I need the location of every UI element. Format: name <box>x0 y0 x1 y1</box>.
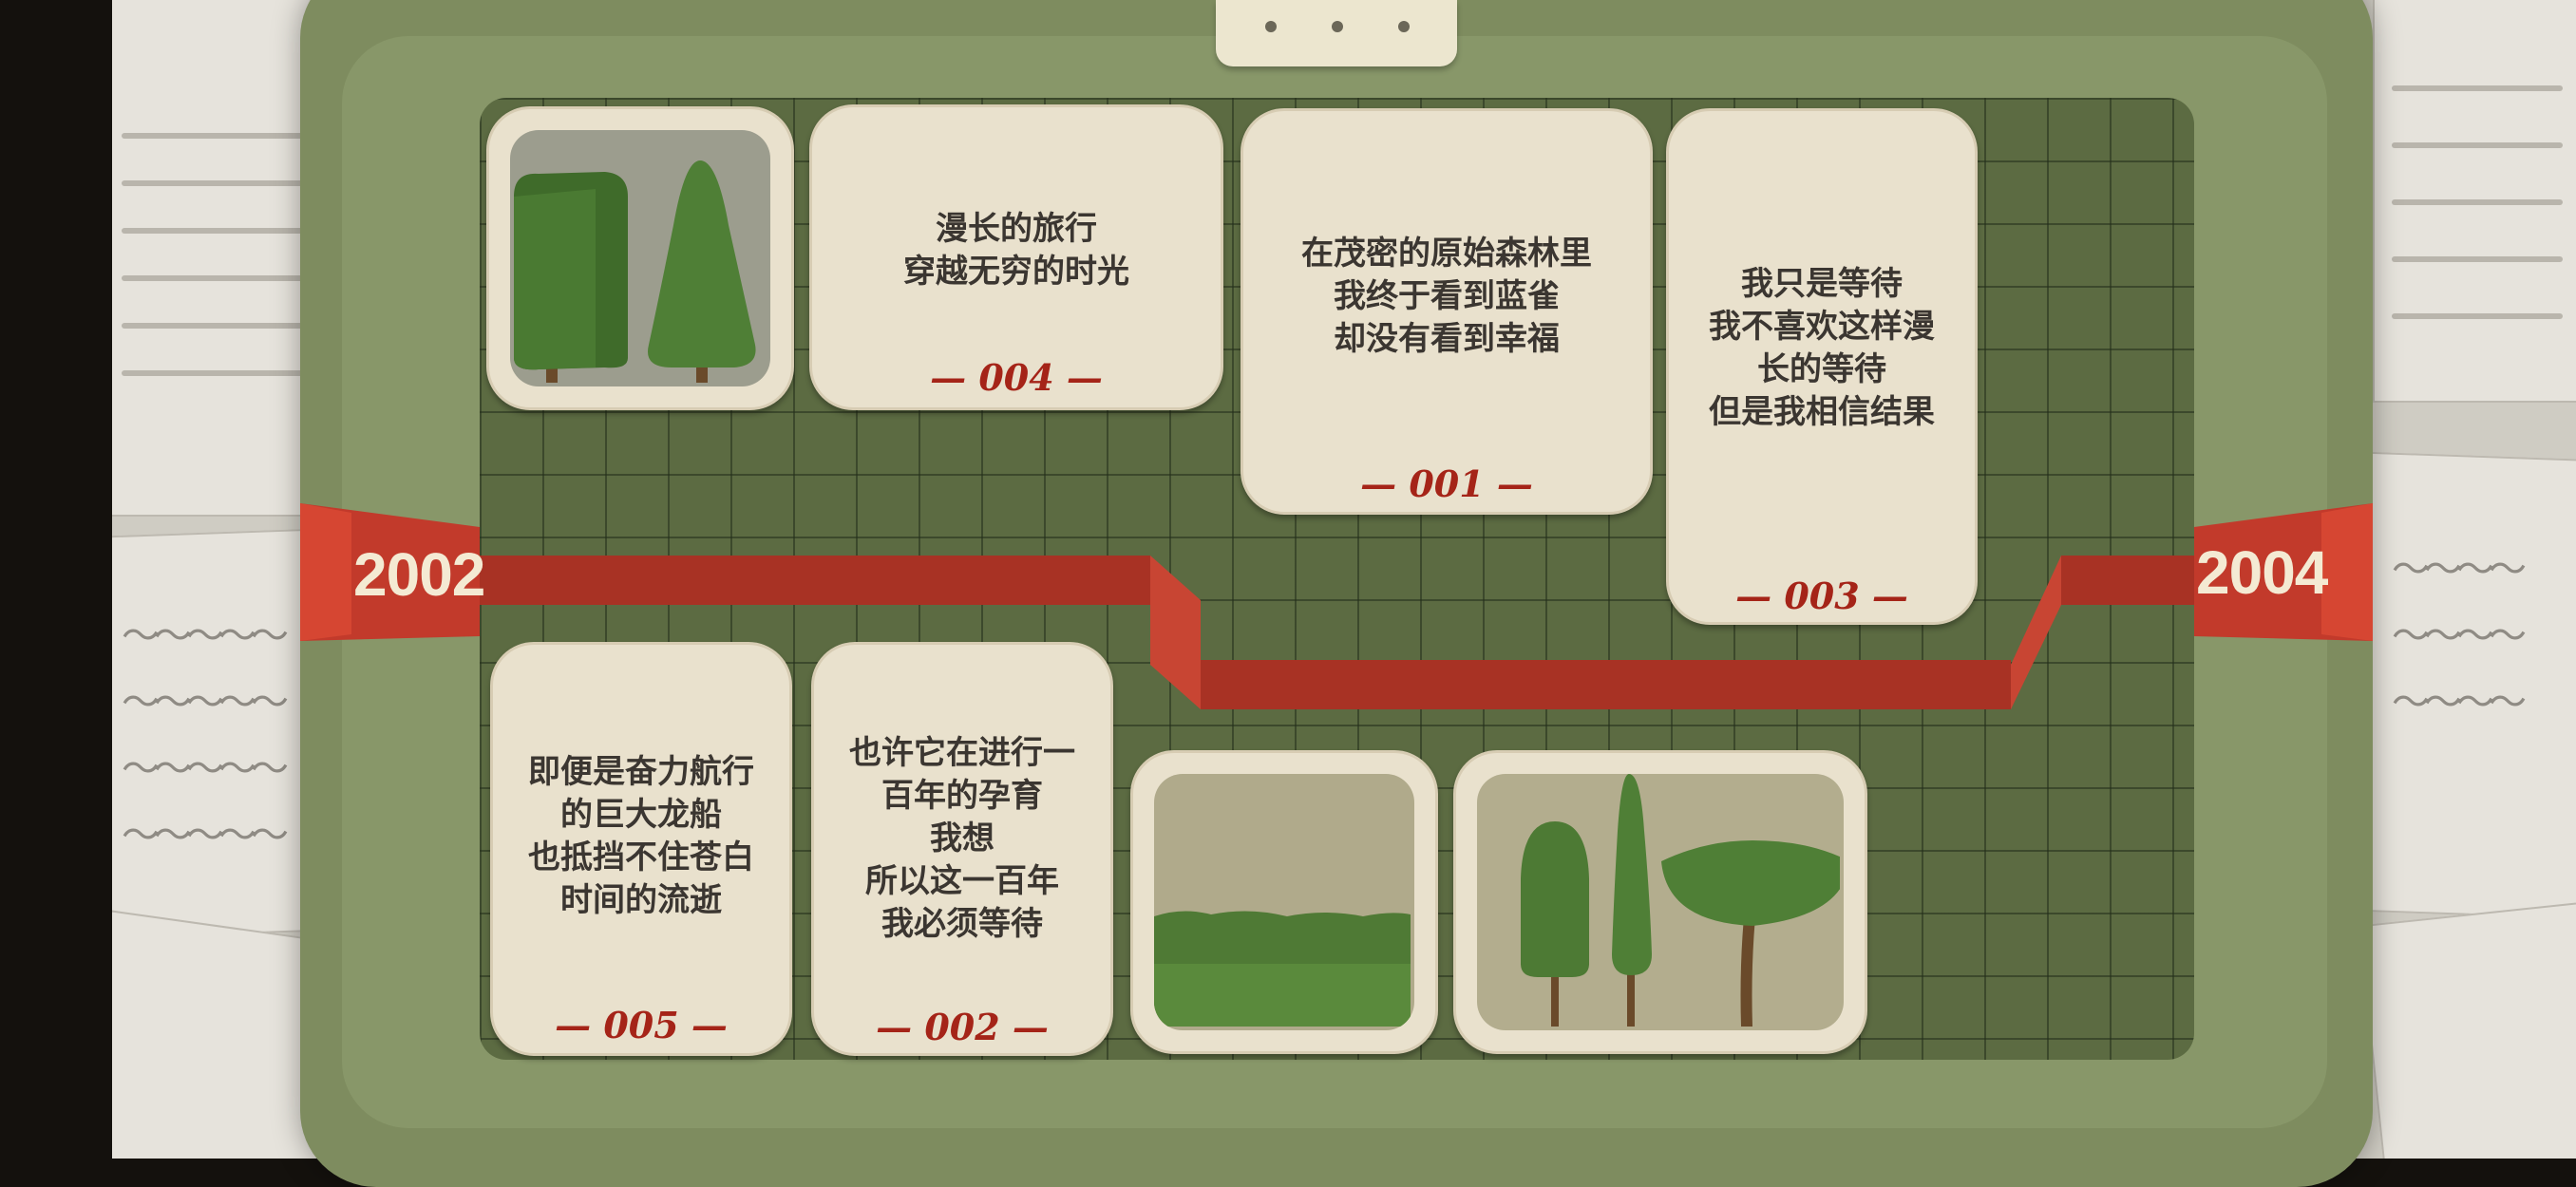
clip-dot <box>1332 21 1343 32</box>
photo-card-two-trees[interactable] <box>486 106 794 410</box>
paper-line <box>122 370 350 376</box>
clip-dot <box>1265 21 1277 32</box>
paper-line <box>2392 142 2563 148</box>
card-number: — 003 — <box>1735 575 1908 617</box>
memory-card-003[interactable]: 我只是等待 我不喜欢这样漫 长的等待 但是我相信结果 — 003 — <box>1666 108 1978 625</box>
card-number: — 004 — <box>930 356 1103 399</box>
card-text: 漫长的旅行 穿越无穷的时光 <box>903 210 1129 291</box>
scribble: ～～～～～ <box>122 614 289 658</box>
card-text: 我只是等待 我不喜欢这样漫 长的等待 但是我相信结果 <box>1709 265 1935 431</box>
card-text: 也许它在进行一 百年的孕育 我想 所以这一百年 我必须等待 <box>849 734 1075 943</box>
trees-icon <box>510 130 770 386</box>
memory-card-001[interactable]: 在茂密的原始森林里 我终于看到蓝雀 却没有看到幸福 — 001 — <box>1241 108 1653 515</box>
scribble: ～～～～～ <box>122 747 289 791</box>
scribble: ～～～～～ <box>122 814 289 857</box>
card-number: — 005 — <box>555 1004 728 1046</box>
memory-card-005[interactable]: 即便是奋力航行 的巨大龙船 也抵挡不住苍白 时间的流逝 — 005 — <box>490 642 792 1056</box>
paper-line <box>122 275 350 281</box>
paper-line <box>122 228 350 234</box>
timeline-ribbon <box>300 503 2373 709</box>
paper-line <box>2392 256 2563 262</box>
paper-line <box>2392 313 2563 319</box>
field-icon <box>1154 774 1414 1030</box>
paper-line <box>122 323 350 329</box>
photo-card-three-trees[interactable] <box>1453 750 1867 1054</box>
scribble: ～～～～ <box>2392 614 2527 658</box>
photo-card-grass-field[interactable] <box>1130 750 1438 1054</box>
card-text: 在茂密的原始森林里 我终于看到蓝雀 却没有看到幸福 <box>1301 235 1592 358</box>
scribble: ～～～～ <box>2392 681 2527 725</box>
start-year-label: 2002 <box>353 540 485 609</box>
paper-line <box>2392 85 2563 91</box>
scribble: ～～～～ <box>2392 548 2527 592</box>
paper-line <box>122 180 350 186</box>
end-year-label: 2004 <box>2196 538 2328 607</box>
card-number: — 001 — <box>1360 462 1533 505</box>
card-text: 即便是奋力航行 的巨大龙船 也抵挡不住苍白 时间的流逝 <box>528 753 754 919</box>
memory-card-002[interactable]: 也许它在进行一 百年的孕育 我想 所以这一百年 我必须等待 — 002 — <box>811 642 1113 1056</box>
screen-border <box>0 0 112 1159</box>
paper-line <box>2392 199 2563 205</box>
memory-card-004[interactable]: 漫长的旅行 穿越无穷的时光 — 004 — <box>809 104 1223 410</box>
scribble: ～～～～～ <box>122 681 289 725</box>
clip-dot <box>1398 21 1410 32</box>
trees-icon <box>1477 774 1844 1030</box>
box-clip <box>1216 0 1457 66</box>
paper-line <box>122 133 350 139</box>
card-number: — 002 — <box>876 1006 1049 1048</box>
